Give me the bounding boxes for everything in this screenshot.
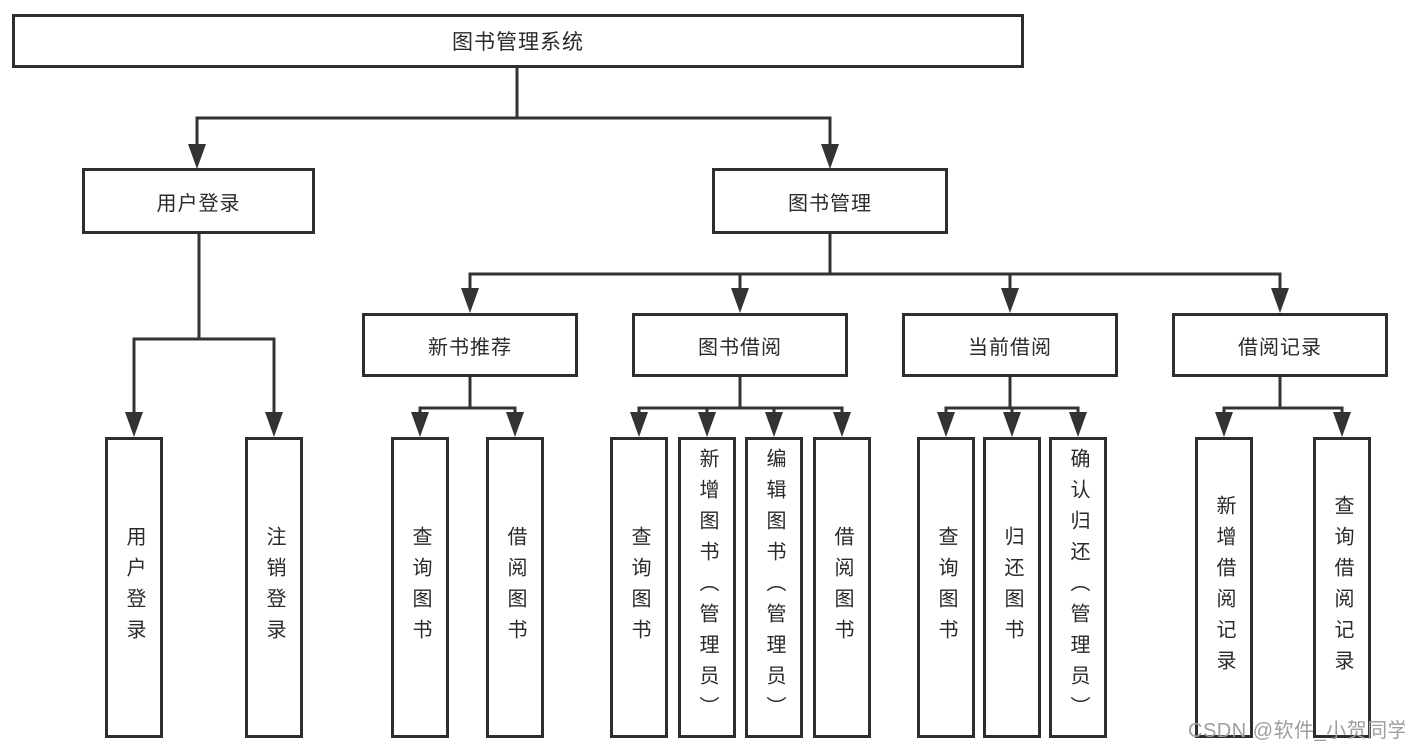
node-label: 新增借阅记录 xyxy=(1213,494,1235,681)
node-label: 用户登录 xyxy=(156,192,241,215)
node-library-management-system: 图书管理系统 xyxy=(12,14,1024,68)
leaf-current-confirm-return-admin: 确认归还（管理员） xyxy=(1049,437,1107,738)
node-label: 图书借阅 xyxy=(698,336,782,359)
node-label: 查询图书 xyxy=(409,525,431,650)
node-label: 查询图书 xyxy=(935,525,957,650)
node-label: 新增图书（管理员） xyxy=(696,448,718,727)
node-current-borrowing: 当前借阅 xyxy=(902,313,1118,377)
leaf-current-query-books: 查询图书 xyxy=(917,437,975,738)
node-label: 归还图书 xyxy=(1001,525,1023,650)
leaf-user-login: 用户登录 xyxy=(105,437,163,738)
leaf-record-add-borrow-record: 新增借阅记录 xyxy=(1195,437,1253,738)
node-label: 确认归还（管理员） xyxy=(1067,448,1089,727)
node-label: 注销登录 xyxy=(263,525,285,650)
node-label: 新书推荐 xyxy=(428,336,512,359)
node-label: 查询借阅记录 xyxy=(1331,494,1353,681)
node-label: 当前借阅 xyxy=(968,336,1052,359)
node-book-borrowing: 图书借阅 xyxy=(632,313,848,377)
leaf-borrow-edit-books-admin: 编辑图书（管理员） xyxy=(745,437,803,738)
leaf-current-return-books: 归还图书 xyxy=(983,437,1041,738)
leaf-newbook-query-books: 查询图书 xyxy=(391,437,449,738)
leaf-borrow-query-books: 查询图书 xyxy=(610,437,668,738)
node-label: 图书管理系统 xyxy=(452,31,584,54)
leaf-borrow-add-books-admin: 新增图书（管理员） xyxy=(678,437,736,738)
leaf-newbook-borrow-books: 借阅图书 xyxy=(486,437,544,738)
node-book-management: 图书管理 xyxy=(712,168,948,234)
node-label: 查询图书 xyxy=(628,525,650,650)
node-label: 借阅图书 xyxy=(504,525,526,650)
node-label: 用户登录 xyxy=(123,525,145,650)
node-label: 图书管理 xyxy=(788,192,872,215)
leaf-logout: 注销登录 xyxy=(245,437,303,738)
csdn-watermark: CSDN @软件_小贺同学 xyxy=(1188,720,1405,742)
node-label: 借阅记录 xyxy=(1238,336,1322,359)
node-user-login: 用户登录 xyxy=(82,168,315,234)
node-borrowing-records: 借阅记录 xyxy=(1172,313,1388,377)
node-label: 借阅图书 xyxy=(831,525,853,650)
node-label: 编辑图书（管理员） xyxy=(763,448,785,727)
leaf-borrow-borrow-books: 借阅图书 xyxy=(813,437,871,738)
node-new-book-recommend: 新书推荐 xyxy=(362,313,578,377)
leaf-record-query-borrow-record: 查询借阅记录 xyxy=(1313,437,1371,738)
